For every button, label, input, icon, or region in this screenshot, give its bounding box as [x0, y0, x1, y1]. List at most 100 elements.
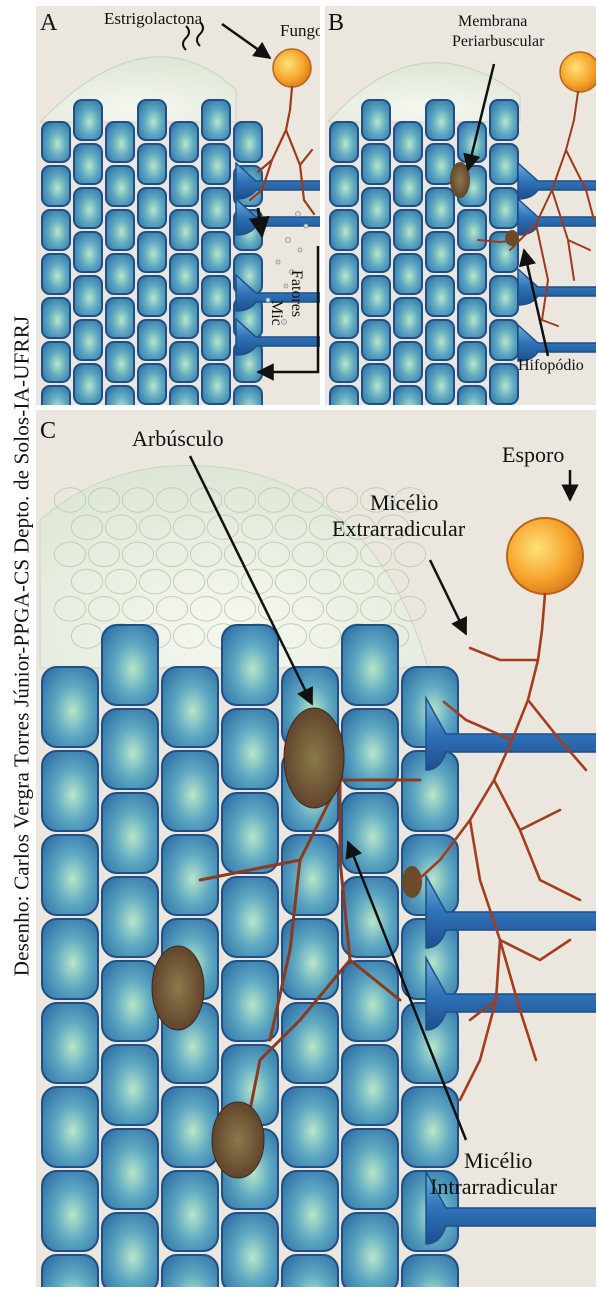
panel-divider-horizontal: [36, 405, 596, 410]
panel-c-cell: [282, 1087, 338, 1167]
panel-a-cell: [202, 188, 230, 228]
panel-c-cell: [42, 667, 98, 747]
panel-b-cell: [362, 232, 390, 272]
arbuscule-c-3: [212, 1102, 264, 1178]
panel-c-cell: [282, 1255, 338, 1293]
panel-b-cell: [362, 100, 390, 140]
panel-b-cell: [426, 144, 454, 184]
panel-c: C Arbúsculo Esporo Micélio Extrarradicul…: [36, 410, 598, 1293]
panel-a-cell: [170, 166, 198, 206]
panel-c-cell: [342, 961, 398, 1041]
fungus-label: Fungo: [280, 21, 323, 40]
panel-a-cell: [106, 342, 134, 382]
panel-c-cell: [342, 1045, 398, 1125]
panel-b-cell: [394, 210, 422, 250]
panel-b-cell: [490, 276, 518, 316]
panel-a-cell: [138, 144, 166, 184]
panel-c-cell: [282, 1003, 338, 1083]
panel-b-cell: [458, 342, 486, 382]
panel-c-cell: [102, 793, 158, 873]
panel-b: B Membrana Periarbuscular Hifopódio: [325, 6, 598, 448]
panel-a-cell: [42, 166, 70, 206]
panel-a-cell: [202, 100, 230, 140]
panel-b-cell: [490, 188, 518, 228]
panel-b-cell: [394, 166, 422, 206]
panel-b-cell: [362, 364, 390, 404]
panel-b-cell: [426, 364, 454, 404]
panel-c-cell: [102, 625, 158, 705]
panel-c-cell: [342, 1129, 398, 1209]
panel-a-cell: [42, 210, 70, 250]
panel-a-cell: [138, 188, 166, 228]
panel-b-cell: [362, 320, 390, 360]
panel-a-cell: [202, 320, 230, 360]
panel-b-cell: [330, 342, 358, 382]
panel-b-cell: [458, 298, 486, 338]
panel-a-cell: [234, 122, 262, 162]
panel-a-cell: [42, 342, 70, 382]
panel-b-cell: [490, 364, 518, 404]
panel-a-cell: [74, 188, 102, 228]
intraradical-label-line2: Intrarradicular: [430, 1174, 558, 1199]
arbuscule-c-1: [284, 708, 344, 808]
panel-c-cell: [282, 835, 338, 915]
panel-b-cell: [394, 342, 422, 382]
panel-c-cell: [342, 793, 398, 873]
spore-c: [507, 518, 583, 594]
panel-a-letter: A: [40, 10, 58, 36]
panel-a-cell: [170, 298, 198, 338]
panel-c-cell: [222, 625, 278, 705]
panel-b-cell: [330, 254, 358, 294]
panel-b-cell: [362, 144, 390, 184]
panel-c-cell: [222, 961, 278, 1041]
panel-a-cell: [138, 232, 166, 272]
panel-a-cell: [202, 276, 230, 316]
panel-a-cell: [74, 232, 102, 272]
panel-c-cell: [42, 1171, 98, 1251]
hyphopodium-c: [402, 866, 422, 898]
extraradical-label-line1: Micélio: [370, 490, 438, 515]
panel-a-cell: [170, 254, 198, 294]
panel-c-cell: [162, 751, 218, 831]
panel-b-cell: [458, 254, 486, 294]
panel-b-cell: [330, 166, 358, 206]
panel-a-cell: [202, 144, 230, 184]
panel-b-cell: [490, 144, 518, 184]
panel-b-cell: [426, 232, 454, 272]
panel-a-cell: [106, 210, 134, 250]
panel-b-cell: [394, 298, 422, 338]
membrane-label-line1: Membrana: [458, 13, 527, 30]
strigolactone-label: Estrigolactona: [104, 9, 203, 28]
panel-c-cell: [42, 1255, 98, 1293]
panel-c-cell: [42, 919, 98, 999]
panel-b-cell: [426, 188, 454, 228]
panel-c-cell: [42, 751, 98, 831]
panel-c-cell: [162, 1087, 218, 1167]
arbuscule-c-2: [152, 946, 204, 1030]
panel-c-cell: [102, 1213, 158, 1293]
panel-b-cell: [394, 122, 422, 162]
panel-c-cell: [102, 1129, 158, 1209]
panel-c-cell: [222, 877, 278, 957]
panel-a-cell: [74, 364, 102, 404]
panel-b-cell: [330, 122, 358, 162]
panel-c-cell: [42, 1087, 98, 1167]
intraradical-label-line1: Micélio: [464, 1148, 532, 1173]
panel-c-cell: [42, 835, 98, 915]
panel-a-cell: [74, 276, 102, 316]
panel-c-cell: [162, 667, 218, 747]
panel-a-cell: [42, 254, 70, 294]
panel-b-cell: [426, 276, 454, 316]
panel-c-cell: [102, 709, 158, 789]
spore-b: [560, 52, 598, 92]
panel-c-cell: [342, 625, 398, 705]
spore-label: Esporo: [502, 442, 564, 467]
membrane-label-line2: Periarbuscular: [452, 33, 545, 50]
panel-c-cell: [342, 709, 398, 789]
panel-a-cell: [106, 254, 134, 294]
panel-c-cell: [102, 877, 158, 957]
panel-c-cell: [42, 1003, 98, 1083]
panel-divider-vertical: [320, 6, 325, 405]
panel-a-cell: [138, 276, 166, 316]
